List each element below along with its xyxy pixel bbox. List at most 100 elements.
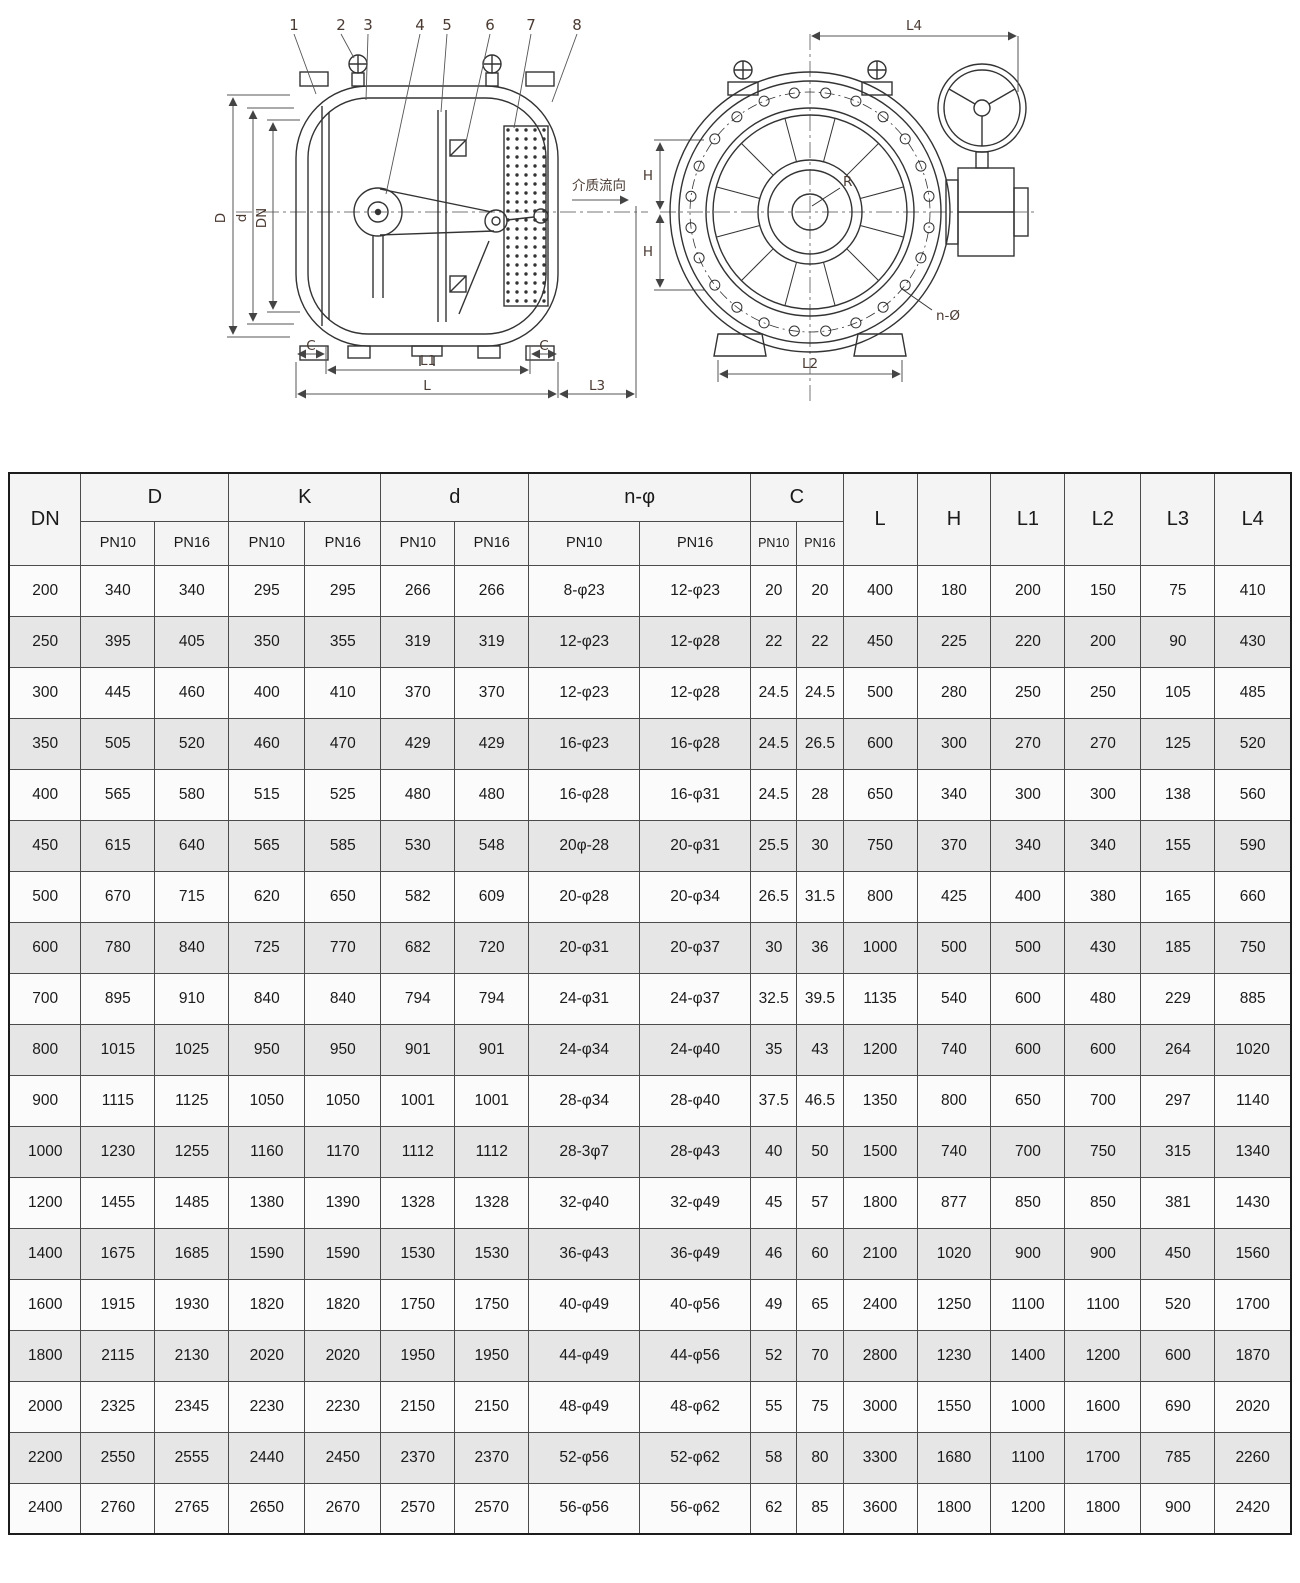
table-cell: 430	[1214, 615, 1292, 668]
table-cell: 1930	[154, 1278, 230, 1331]
table-cell: 2260	[1214, 1431, 1292, 1484]
table-cell: 20	[796, 564, 844, 617]
table-cell: 24.5	[750, 717, 798, 770]
table-cell: 22	[796, 615, 844, 668]
dim-R: R	[843, 174, 852, 190]
table-cell: 8-φ23	[528, 564, 641, 617]
table-cell: 500	[990, 921, 1066, 974]
table-cell: 1350	[842, 1074, 918, 1127]
table-cell: 690	[1140, 1380, 1216, 1433]
table-cell: 24-φ37	[639, 972, 752, 1025]
table-cell: 2570	[380, 1482, 456, 1535]
table-cell: 720	[454, 921, 530, 974]
table-cell: 1500	[842, 1125, 918, 1178]
table-cell: 30	[750, 921, 798, 974]
table-cell: 3600	[842, 1482, 918, 1535]
table-cell: 600	[1064, 1023, 1142, 1076]
table-cell: 2020	[228, 1329, 306, 1382]
callout-2: 2	[336, 16, 346, 34]
table-cell: 840	[228, 972, 306, 1025]
col-header-K-pn16: PN16	[304, 520, 382, 566]
table-cell: 1800	[916, 1482, 992, 1535]
table-cell: 800	[916, 1074, 992, 1127]
table-cell: 515	[228, 768, 306, 821]
table-cell: 2450	[304, 1431, 382, 1484]
valve-technical-drawing: 1 2 3 4 5 6 7 8 D d DN C L1 C L L3 介质流向 …	[0, 0, 1300, 472]
table-cell: 400	[842, 564, 918, 617]
table-cell: 40-φ56	[639, 1278, 752, 1331]
col-group-n-phi: n-φ	[528, 472, 752, 522]
table-cell: 55	[750, 1380, 798, 1433]
col-header-d-pn16: PN16	[454, 520, 530, 566]
table-cell: 425	[916, 870, 992, 923]
flow-direction-label: 介质流向	[572, 178, 626, 194]
dim-L4: L4	[906, 18, 922, 34]
table-cell: 1530	[454, 1227, 530, 1280]
front-view	[669, 60, 1029, 357]
table-cell: 65	[796, 1278, 844, 1331]
table-cell: 32-φ40	[528, 1176, 641, 1229]
table-cell: 266	[380, 564, 456, 617]
dim-H-top: H	[643, 168, 653, 184]
table-cell: 85	[796, 1482, 844, 1535]
dim-L3: L3	[589, 378, 605, 394]
table-cell: 548	[454, 819, 530, 872]
table-cell: 500	[916, 921, 992, 974]
table-cell: 901	[380, 1023, 456, 1076]
table-cell: 60	[796, 1227, 844, 1280]
table-cell: 1590	[304, 1227, 382, 1280]
table-cell: 75	[1140, 564, 1216, 617]
table-cell: 410	[304, 666, 382, 719]
valve-drawing-svg: 1 2 3 4 5 6 7 8 D d DN C L1 C L L3 介质流向 …	[213, 16, 1035, 404]
table-cell: 20-φ34	[639, 870, 752, 923]
table-cell: 640	[154, 819, 230, 872]
table-cell: 1560	[1214, 1227, 1292, 1280]
table-cell: 319	[454, 615, 530, 668]
table-cell: 370	[380, 666, 456, 719]
table-cell: 20φ-28	[528, 819, 641, 872]
table-cell: 40	[750, 1125, 798, 1178]
table-cell: 1390	[304, 1176, 382, 1229]
table-cell: 794	[454, 972, 530, 1025]
table-cell: 1700	[1064, 1431, 1142, 1484]
table-cell: 485	[1214, 666, 1292, 719]
table-cell: 530	[380, 819, 456, 872]
table-cell: 52	[750, 1329, 798, 1382]
table-cell: 16-φ28	[639, 717, 752, 770]
table-cell: 1820	[228, 1278, 306, 1331]
table-cell: 2420	[1214, 1482, 1292, 1535]
table-cell: 58	[750, 1431, 798, 1484]
table-cell: 540	[916, 972, 992, 1025]
table-cell: 20-φ31	[528, 921, 641, 974]
table-cell: 165	[1140, 870, 1216, 923]
table-cell: 300	[8, 666, 82, 719]
table-cell: 395	[80, 615, 156, 668]
col-header-L3: L3	[1140, 472, 1216, 566]
table-cell: 700	[990, 1125, 1066, 1178]
table-cell: 295	[304, 564, 382, 617]
table-cell: 24.5	[750, 666, 798, 719]
table-cell: 46.5	[796, 1074, 844, 1127]
callout-6: 6	[485, 16, 495, 34]
table-cell: 355	[304, 615, 382, 668]
table-cell: 150	[1064, 564, 1142, 617]
table-cell: 715	[154, 870, 230, 923]
table-cell: 500	[842, 666, 918, 719]
table-cell: 1100	[990, 1278, 1066, 1331]
table-cell: 1000	[990, 1380, 1066, 1433]
table-cell: 1750	[454, 1278, 530, 1331]
table-cell: 794	[380, 972, 456, 1025]
table-cell: 31.5	[796, 870, 844, 923]
table-cell: 950	[228, 1023, 306, 1076]
table-cell: 460	[228, 717, 306, 770]
table-cell: 1380	[228, 1176, 306, 1229]
table-cell: 297	[1140, 1074, 1216, 1127]
col-group-d: d	[380, 472, 530, 522]
table-cell: 350	[8, 717, 82, 770]
table-cell: 480	[454, 768, 530, 821]
table-cell: 682	[380, 921, 456, 974]
table-cell: 2765	[154, 1482, 230, 1535]
